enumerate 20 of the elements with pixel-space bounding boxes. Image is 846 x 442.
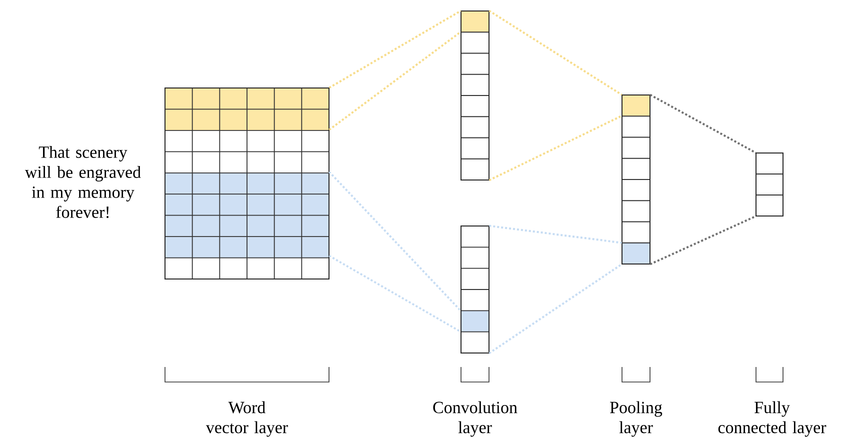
dotted-line [328, 10, 462, 89]
dotted-line [488, 10, 622, 96]
dotted-line [650, 94, 756, 154]
dotted-line [489, 224, 622, 244]
layer-label: Pooling layer [610, 401, 662, 437]
dotted-line [328, 254, 462, 333]
layer-label: Fully connected layer [718, 401, 826, 437]
dotted-line [488, 263, 622, 354]
dotted-line [328, 31, 462, 131]
dotted-line [488, 114, 622, 182]
layer-label: Word vector layer [206, 401, 288, 437]
vector-column [756, 152, 784, 216]
dotted-line [328, 171, 462, 312]
vector-column [460, 10, 490, 180]
vector-column [460, 226, 490, 354]
layer-label: Convolution layer [433, 401, 518, 437]
vector-column [622, 94, 650, 264]
sentence-text: That scenery will be engraved in my memory forever! [24, 146, 141, 218]
dotted-line [650, 215, 756, 266]
word-vector-grid [164, 88, 330, 280]
